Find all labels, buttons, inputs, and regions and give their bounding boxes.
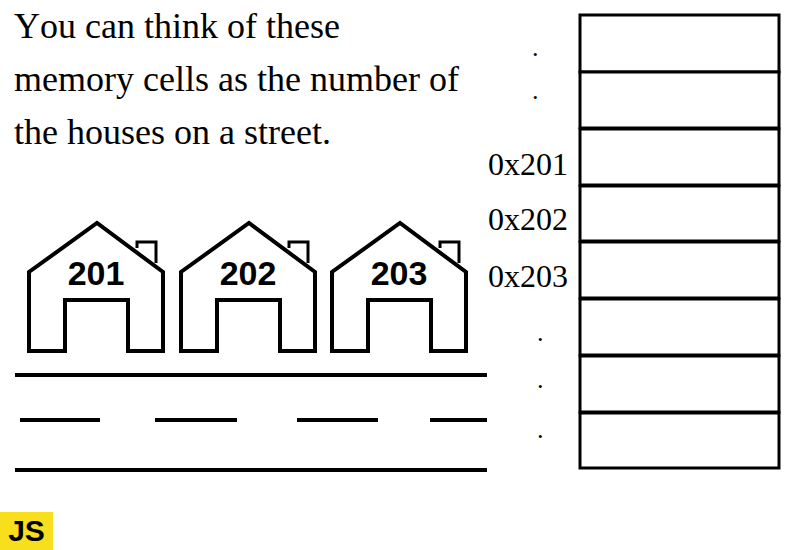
memory-cell xyxy=(580,72,779,128)
ellipsis-dot: . xyxy=(537,417,544,443)
street xyxy=(15,375,487,470)
house-chimney xyxy=(289,242,308,263)
memory-cell xyxy=(580,15,779,72)
lane-dash xyxy=(430,418,487,422)
house-shape: 202 xyxy=(177,218,319,354)
memory-address: 0x202 xyxy=(488,203,568,235)
lane-dash xyxy=(20,418,100,422)
house-shape: 201 xyxy=(25,218,167,354)
explanation-note: You can think of these memory cells as t… xyxy=(14,0,464,159)
ellipsis-dot: . xyxy=(537,367,544,393)
ellipsis-dot: . xyxy=(532,35,539,61)
ellipsis-dot: . xyxy=(537,320,544,346)
badge-text: JS xyxy=(8,515,45,547)
memory-cell xyxy=(580,242,779,298)
road-edge xyxy=(15,468,487,472)
memory-cell xyxy=(580,299,779,355)
house-number: 201 xyxy=(25,256,167,290)
memory-cell xyxy=(580,129,779,185)
memory-cell xyxy=(580,356,779,412)
memory-address: 0x203 xyxy=(488,260,568,292)
js-badge: JS xyxy=(0,512,53,550)
memory-column xyxy=(580,15,779,468)
road-edge xyxy=(15,373,487,377)
memory-cell xyxy=(580,186,779,241)
lane-dash xyxy=(297,418,378,422)
house-number: 202 xyxy=(177,256,319,290)
house-chimney xyxy=(440,242,459,263)
memory-address: 0x201 xyxy=(488,148,568,180)
house-number: 203 xyxy=(328,256,470,290)
memory-cell xyxy=(580,413,779,468)
ellipsis-dot: . xyxy=(532,78,539,104)
house-chimney xyxy=(137,242,156,263)
house-shape: 203 xyxy=(328,218,470,354)
lane-dash xyxy=(155,418,237,422)
